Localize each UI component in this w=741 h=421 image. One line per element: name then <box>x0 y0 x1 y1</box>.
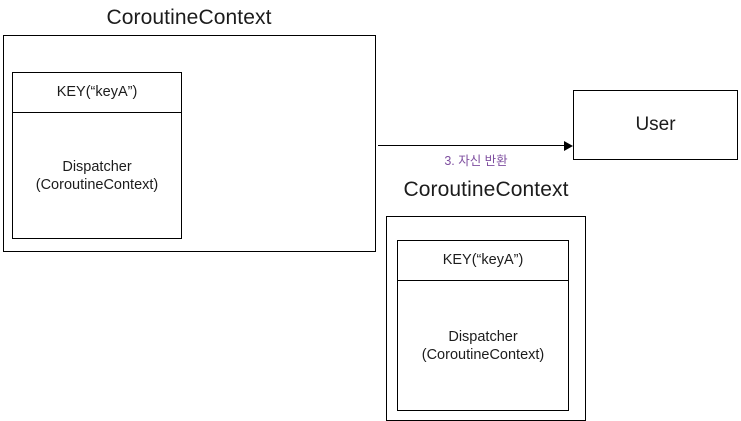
user-box-label: User <box>635 114 676 135</box>
right-group-title: CoroutineContext <box>403 178 569 201</box>
user-box <box>573 90 738 160</box>
left-group-title: CoroutineContext <box>106 6 272 29</box>
left-key-cell-label: KEY(“keyA”) <box>56 84 138 100</box>
left-element-box <box>12 72 182 239</box>
return-arrow-head-icon <box>564 140 573 151</box>
right-value-cell-label: Dispatcher (CoroutineContext) <box>421 329 545 363</box>
right-element-divider <box>397 280 569 282</box>
right-key-cell-label: KEY(“keyA”) <box>442 252 524 268</box>
return-arrow-label: 3. 자신 반환 <box>444 154 508 168</box>
left-value-cell-label: Dispatcher (CoroutineContext) <box>35 159 159 193</box>
right-element-box <box>397 240 569 411</box>
return-arrow-line <box>378 145 566 147</box>
left-element-divider <box>12 112 182 114</box>
